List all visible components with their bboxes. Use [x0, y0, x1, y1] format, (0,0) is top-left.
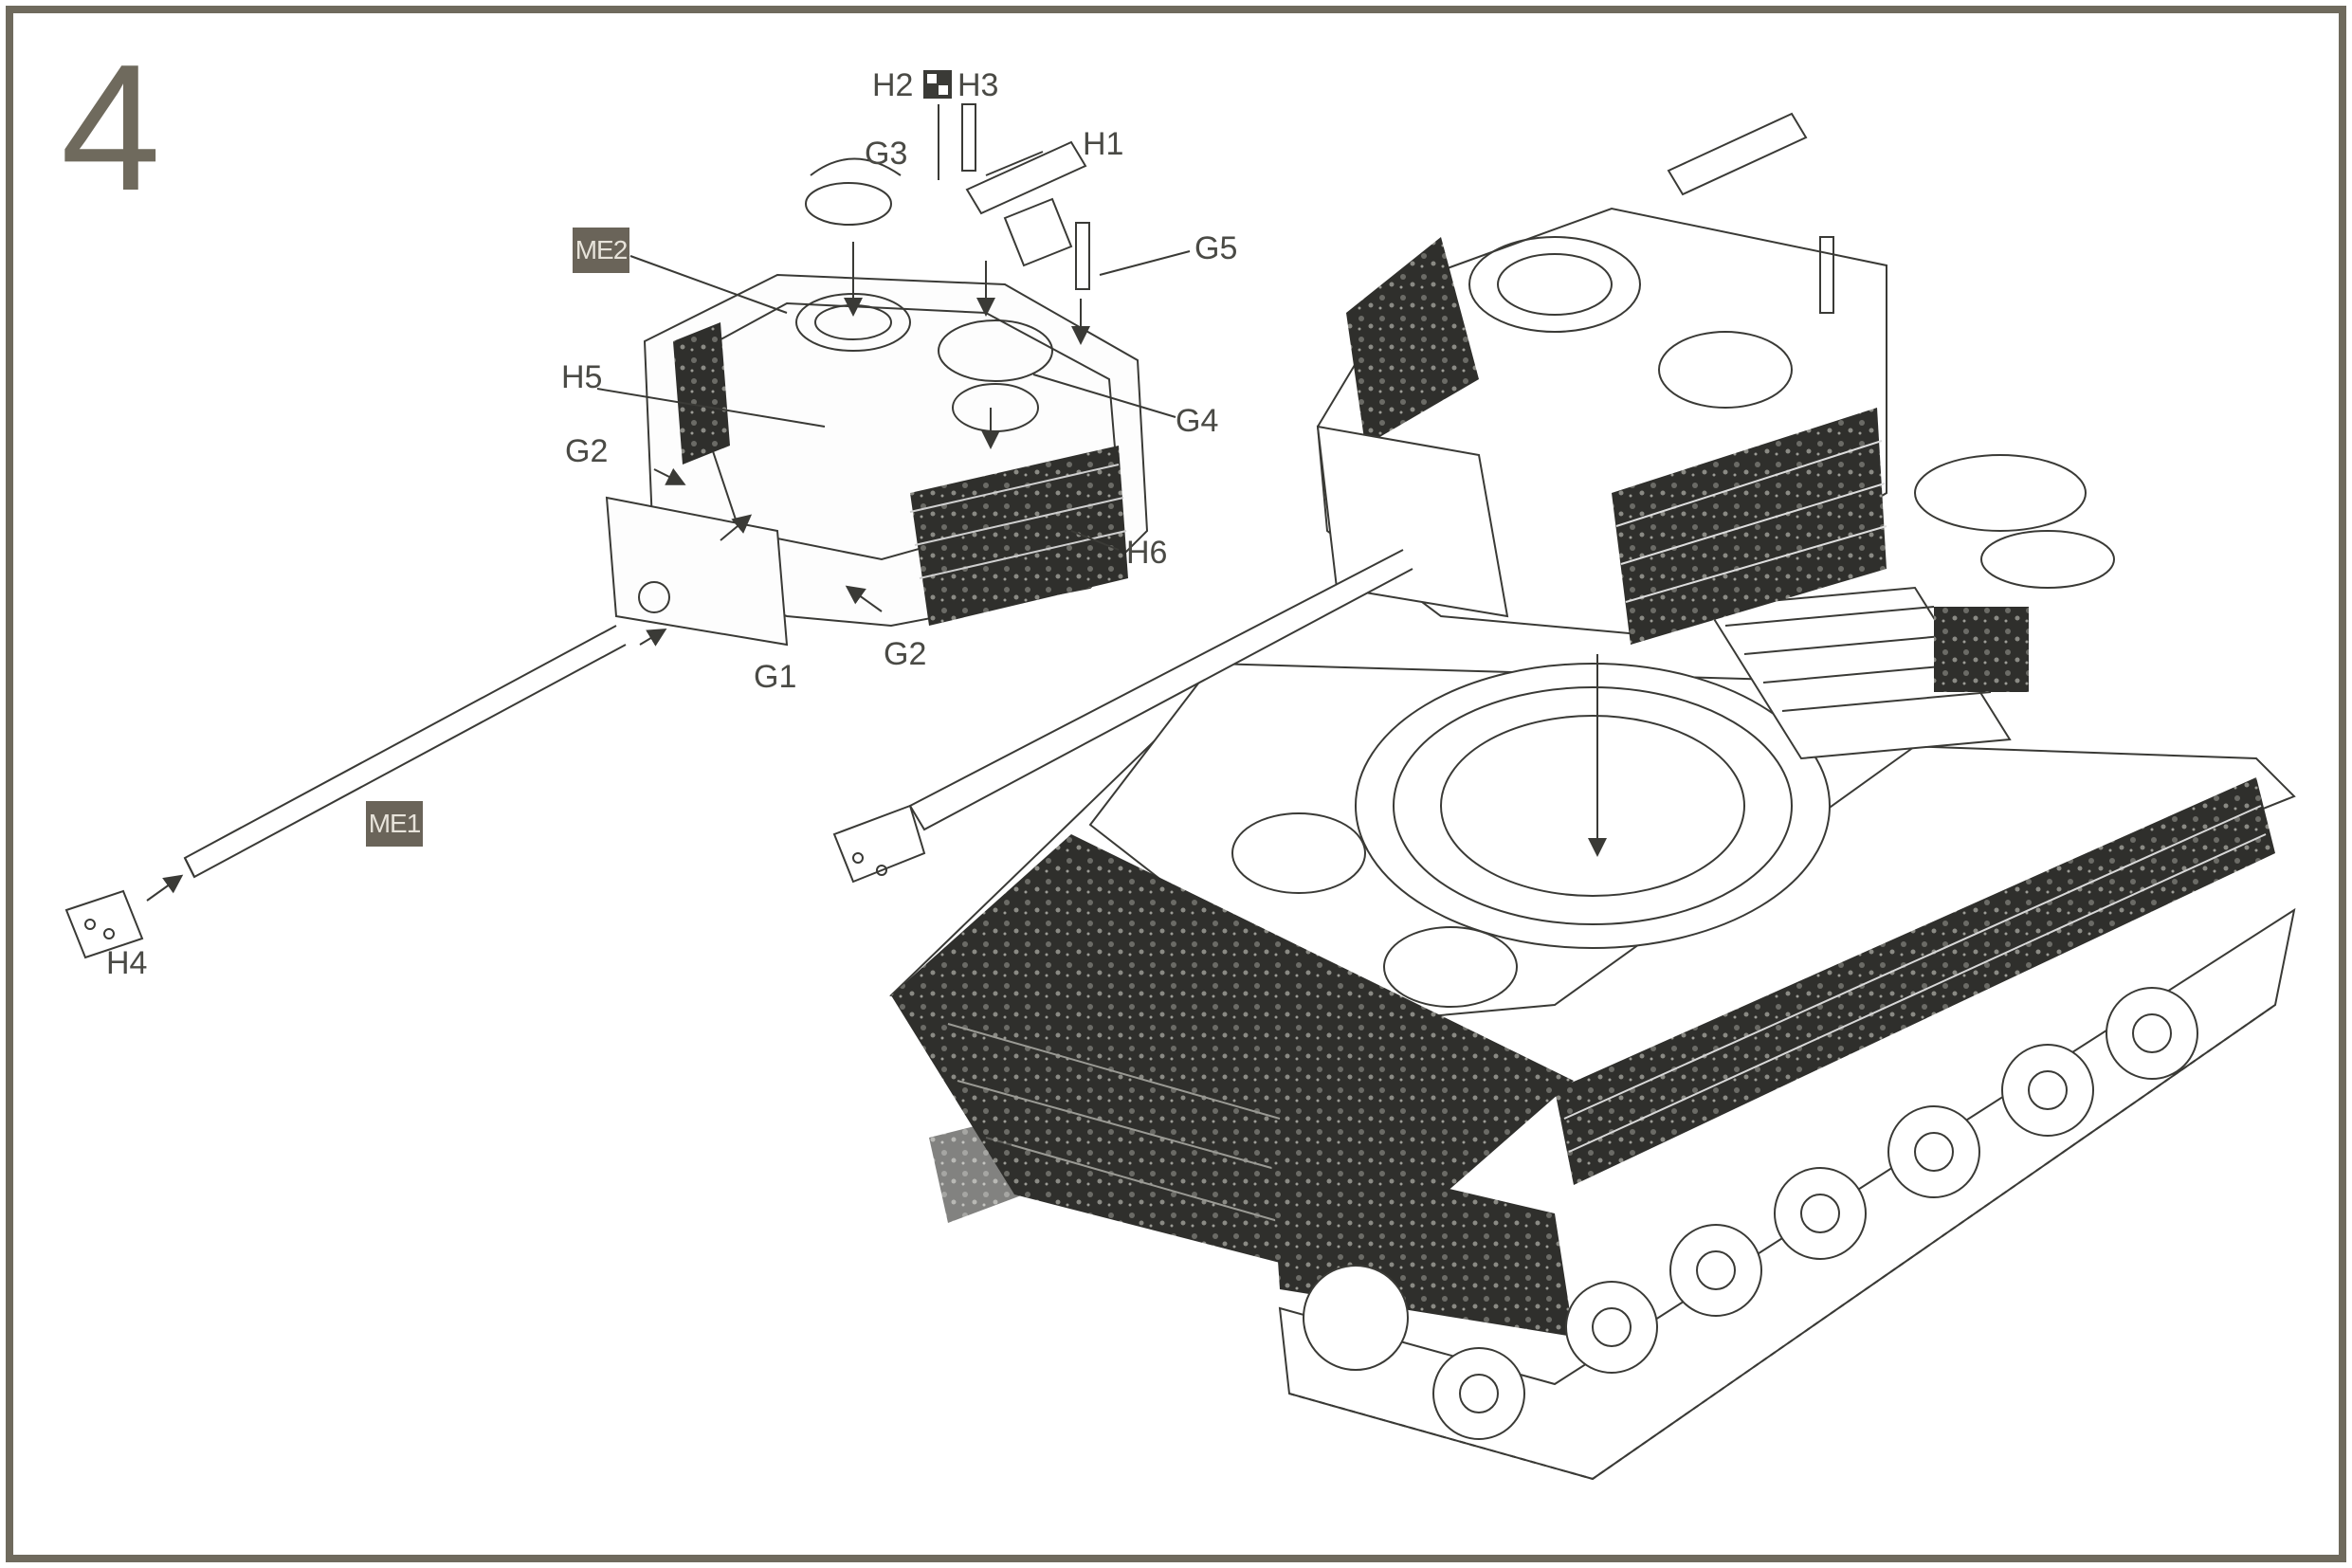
callout-h2: H2: [872, 67, 914, 103]
callout-g2-bottom: G2: [884, 636, 927, 672]
step-number: 4: [61, 27, 161, 228]
callout-h3: H3: [957, 67, 999, 103]
exploded-turret: [64, 103, 1149, 959]
assembled-tank: [832, 112, 2296, 1481]
callout-h4: H4: [106, 945, 148, 981]
callout-g1: G1: [754, 659, 797, 695]
callout-h6: H6: [1126, 535, 1168, 571]
callout-g5: G5: [1194, 230, 1238, 266]
callout-g3: G3: [865, 136, 908, 172]
callout-g4: G4: [1176, 403, 1219, 439]
material-tag-me1: ME1: [366, 801, 423, 847]
callout-h1: H1: [1083, 126, 1124, 162]
material-tag-me2: ME2: [573, 228, 629, 273]
part-swap-icon: [923, 70, 952, 99]
callout-g2-top: G2: [565, 433, 609, 469]
callout-h5: H5: [561, 359, 603, 395]
